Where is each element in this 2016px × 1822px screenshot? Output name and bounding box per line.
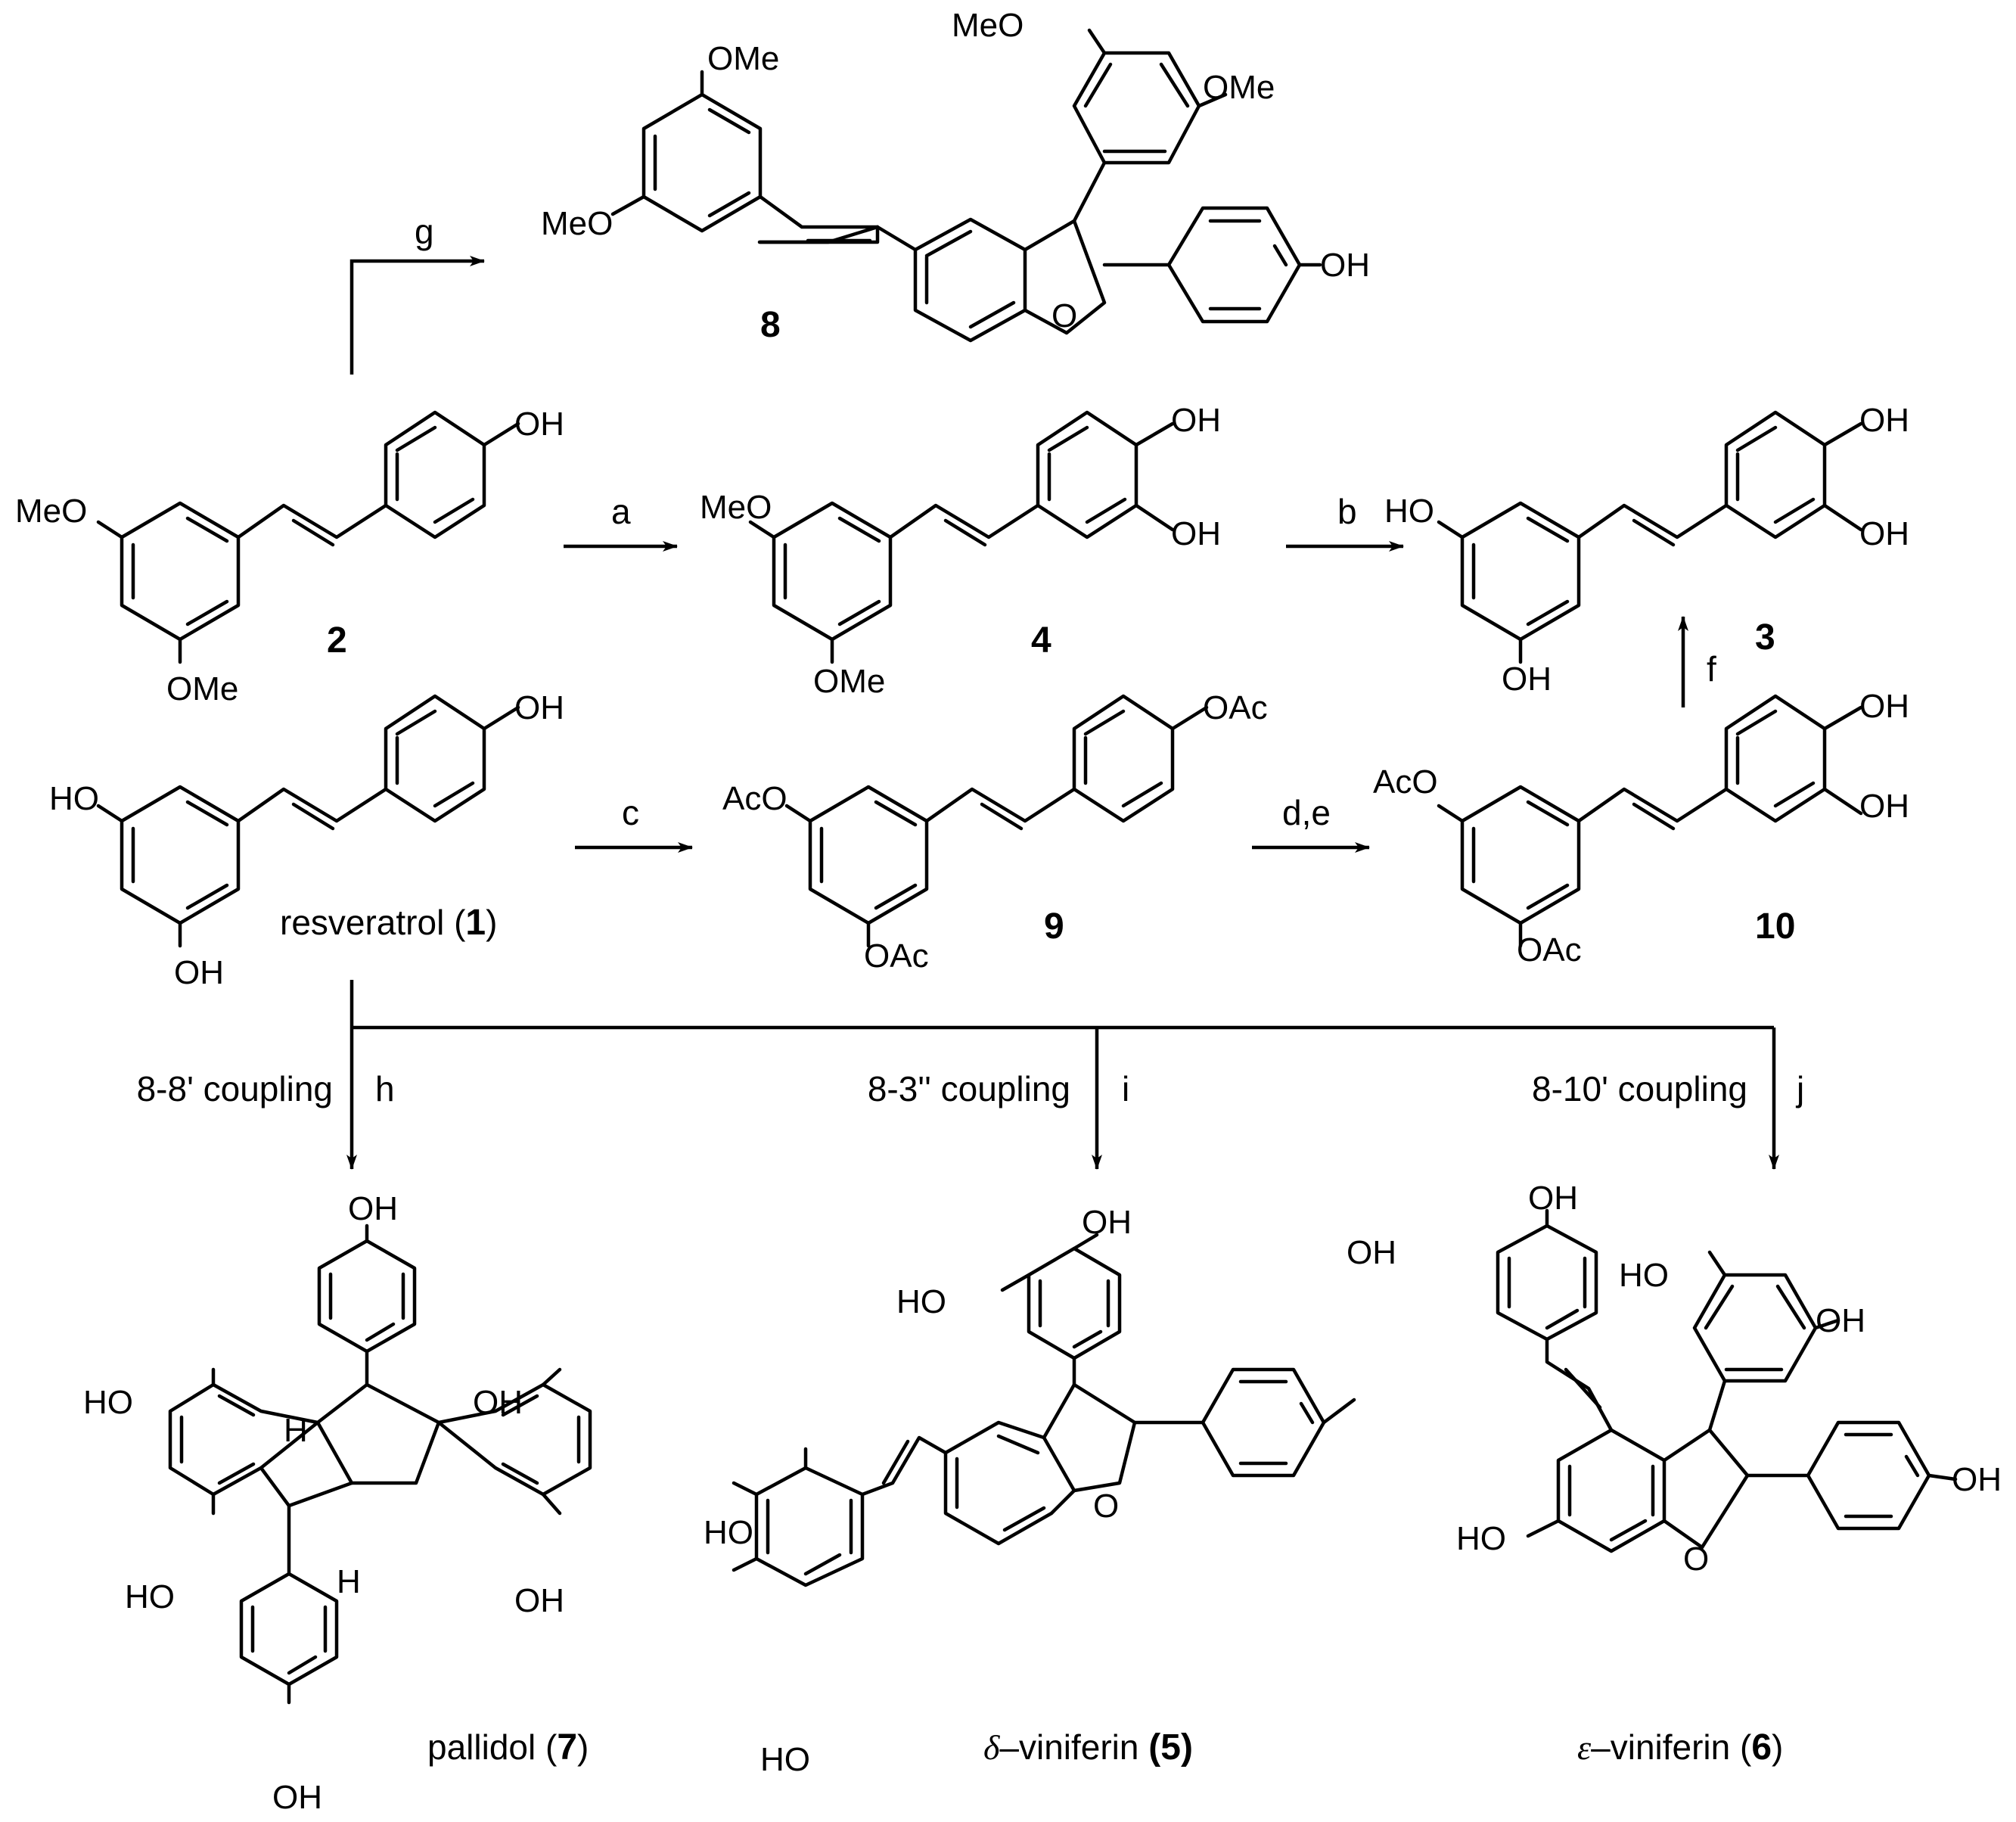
c8-meo-top: MeO bbox=[952, 7, 1024, 44]
c8-meo-left: MeO bbox=[541, 205, 613, 242]
compound-9-number: 9 bbox=[1044, 906, 1064, 947]
c1-oh-top: OH bbox=[514, 689, 564, 726]
c7-oh-bottom: OH bbox=[272, 1779, 322, 1816]
c4-meo: MeO bbox=[700, 489, 772, 526]
structure-compound-10 bbox=[1437, 694, 1863, 948]
c7-oh-right: OH bbox=[473, 1384, 523, 1421]
c7-oh-top: OH bbox=[348, 1190, 398, 1227]
c7-ho-left: HO bbox=[83, 1384, 133, 1421]
c1-ho: HO bbox=[49, 780, 99, 817]
c4-ome: OMe bbox=[813, 663, 885, 700]
compound-8-number: 8 bbox=[760, 305, 781, 345]
step-c-label: c bbox=[622, 793, 639, 832]
step-b-label: b bbox=[1337, 492, 1357, 531]
c10-oac: OAc bbox=[1517, 931, 1582, 969]
c6-ho-upper: HO bbox=[1619, 1257, 1669, 1294]
arrow-g bbox=[349, 256, 485, 375]
c10-oh-bottom: OH bbox=[1859, 788, 1909, 825]
c4-oh-top: OH bbox=[1171, 402, 1221, 439]
compound-4-number: 4 bbox=[1031, 620, 1051, 661]
compound-2-number: 2 bbox=[327, 620, 347, 661]
c5-ho-bottom: HO bbox=[760, 1741, 810, 1778]
c2-ome: OMe bbox=[166, 670, 238, 707]
c5-oh-phenol: OH bbox=[1347, 1234, 1396, 1271]
c5-ho-upper: HO bbox=[896, 1283, 946, 1320]
coupling-8-10-label: 8-10' coupling bbox=[1532, 1069, 1747, 1108]
c6-ring-o: O bbox=[1683, 1541, 1709, 1578]
c3-oh-top: OH bbox=[1859, 402, 1909, 439]
c6-oh-phenol: OH bbox=[1952, 1461, 2002, 1498]
resveratrol-label: resveratrol (1) bbox=[280, 903, 497, 943]
structure-epsilon-viniferin bbox=[1496, 1208, 1958, 1553]
c8-ome-top: OMe bbox=[707, 40, 779, 77]
c7-ho-bottom-left: HO bbox=[125, 1578, 175, 1615]
structure-compound-9 bbox=[784, 694, 1209, 948]
c8-ome-right: OMe bbox=[1203, 69, 1275, 106]
coupling-8-8-label: 8-8' coupling bbox=[137, 1069, 333, 1108]
delta-viniferin-label: δ–viniferin (5) bbox=[983, 1727, 1193, 1768]
structure-compound-4 bbox=[748, 410, 1175, 664]
c8-ring-o: O bbox=[1051, 297, 1077, 334]
c7-h-bottom: H bbox=[337, 1563, 361, 1600]
c3-ho: HO bbox=[1384, 493, 1434, 530]
step-i-label: i bbox=[1122, 1069, 1129, 1108]
c2-oh: OH bbox=[514, 406, 564, 443]
step-de-label: d,e bbox=[1282, 793, 1331, 832]
c6-ho-left: HO bbox=[1456, 1520, 1506, 1557]
structure-pallidol bbox=[168, 1223, 592, 1705]
compound-3-number: 3 bbox=[1755, 617, 1775, 658]
structure-delta-viniferin bbox=[732, 1233, 1356, 1587]
compound-10-number: 10 bbox=[1755, 906, 1795, 947]
step-g-label: g bbox=[415, 212, 434, 251]
coupling-8-3-label: 8-3'' coupling bbox=[868, 1069, 1070, 1108]
step-f-label: f bbox=[1707, 649, 1716, 689]
c9-oac-top: OAc bbox=[1203, 689, 1268, 726]
epsilon-viniferin-label: ε–viniferin (6) bbox=[1577, 1727, 1783, 1768]
pallidol-label: pallidol (7) bbox=[427, 1727, 589, 1768]
structure-compound-3 bbox=[1437, 410, 1863, 664]
c3-oh-bottom: OH bbox=[1859, 515, 1909, 552]
c4-oh-bottom: OH bbox=[1171, 515, 1221, 552]
c7-oh-bottom-right: OH bbox=[514, 1582, 564, 1619]
c10-aco: AcO bbox=[1373, 763, 1438, 801]
c3-oh-low: OH bbox=[1502, 661, 1552, 698]
c6-oh-top: OH bbox=[1528, 1180, 1578, 1217]
structure-compound-2 bbox=[96, 410, 520, 664]
structure-resveratrol bbox=[96, 694, 520, 948]
reaction-arrows bbox=[346, 256, 1779, 1170]
step-h-label: h bbox=[375, 1069, 395, 1108]
c6-oh-right: OH bbox=[1816, 1302, 1865, 1339]
step-j-label: j bbox=[1795, 1069, 1804, 1108]
c5-ring-o: O bbox=[1093, 1488, 1119, 1525]
c7-h-top: H bbox=[284, 1412, 308, 1449]
c10-oh-top: OH bbox=[1859, 688, 1909, 725]
c9-oac-bottom: OAc bbox=[864, 937, 929, 975]
c8-oh: OH bbox=[1320, 247, 1370, 284]
c9-aco: AcO bbox=[722, 780, 787, 817]
structure-compound-8 bbox=[610, 28, 1322, 343]
c1-oh-bottom: OH bbox=[174, 954, 224, 991]
c2-meo: MeO bbox=[15, 493, 87, 530]
step-a-label: a bbox=[611, 492, 631, 531]
c5-ho-left: HO bbox=[704, 1514, 753, 1551]
c5-oh-top: OH bbox=[1082, 1204, 1132, 1241]
